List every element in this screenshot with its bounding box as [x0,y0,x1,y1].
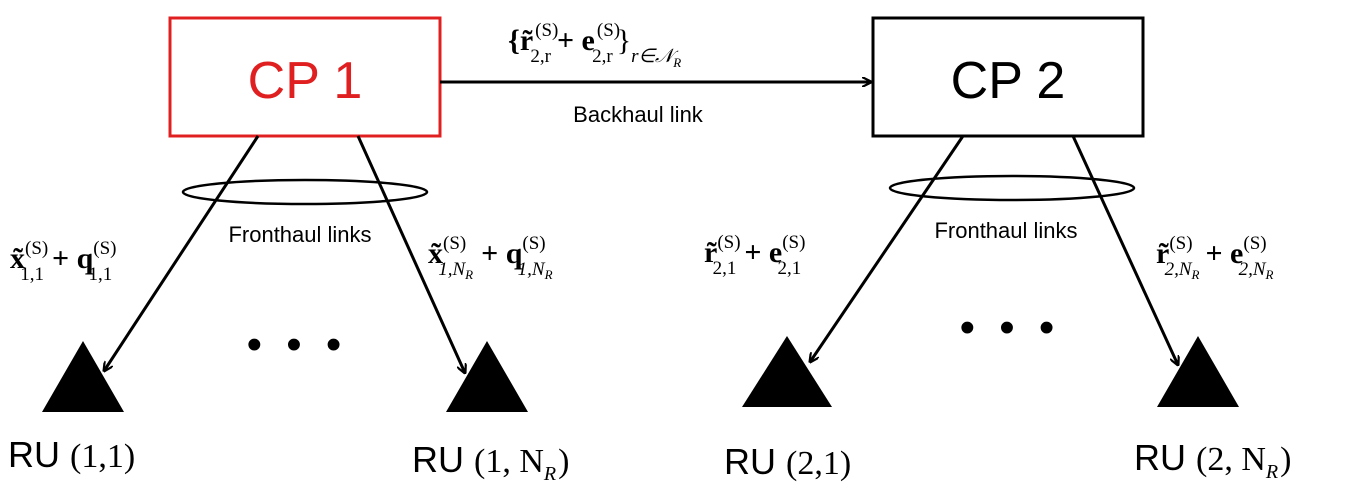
ru-2-N-index-close: ) [1280,441,1291,478]
signal-cp1-ru11-a-sup: (S) [25,238,48,259]
backhaul-signal-main-sup: (S) [535,20,558,41]
cp2-label: CP 2 [951,52,1066,110]
ru-1-N-index-sub: R [543,463,556,485]
signal-cp2-ru21-b-sup: (S) [782,232,805,253]
backhaul-signal-main: {r̃ [508,24,533,57]
ru-1-N-index-open: (1, N [474,443,544,480]
ellipsis-left: • • • [247,320,348,369]
ru-2-N-prefix: RU [1134,437,1186,478]
ru-1-1-label: RU (1,1) [8,434,135,475]
cp1-fronthaul-ellipse [181,178,429,206]
signal-cp2-ru2N-a: r̃ [1156,237,1169,270]
signal-cp2-ru2N-b: + e [1205,237,1243,270]
cp2-fronthaul-label: Fronthaul links [934,218,1077,243]
ru-2-N-label: RU (2, NR) [1134,437,1291,483]
signal-cp1-ru1N-a-subsub: R [464,267,473,282]
ru-2-1-label: RU (2,1) [724,441,851,482]
ru-2-N-index-sub: R [1265,461,1278,483]
signal-cp2-ru2N-a-subsub: R [1191,267,1200,282]
ru-1-1-prefix: RU [8,434,60,475]
backhaul-signal-plus-sub: 2,r [592,46,613,67]
signal-cp2-ru2N-b-subsub: R [1265,267,1274,282]
cp2-box [871,16,1145,138]
ru-1-N-index-close: ) [558,443,569,480]
cp2-fronthaul-left-arrow [810,135,965,362]
ru-2-N-triangle-icon [1157,336,1239,407]
ru-1-N-prefix: RU [412,439,464,480]
signal-cp2-ru21-a-sub: 2,1 [713,258,737,279]
signal-cp1-ru1N-b: + q [481,237,523,270]
cp1-box [168,16,442,138]
backhaul-label: Backhaul link [573,102,704,127]
backhaul-signal-main-sub: 2,r [530,46,551,67]
ru-2-1-index: (2,1) [786,445,851,482]
signal-cp1-ru1N-a-sup: (S) [443,233,466,254]
signal-cp2-ru2N-b-sub: 2,N [1239,259,1267,280]
ru-2-N-index-open: (2, N [1196,441,1266,478]
signal-cp2-ru2N: r̃(S)2,NR+ e(S)2,NR [1156,233,1274,282]
backhaul-signal-close-sub: r∈𝒩 [631,46,679,67]
signal-cp1-ru1N-b-sub: 1,N [518,259,546,280]
ru-1-N-label: RU (1, NR) [412,439,569,485]
signal-cp1-ru1N-b-subsub: R [544,267,553,282]
backhaul-signal-plus: + e [557,24,595,57]
signal-cp1-ru11-a: x̃ [10,242,25,275]
ru-2-1-triangle-icon [742,336,832,407]
signal-cp2-ru21: r̃(S)2,1+ e(S)2,1 [704,232,805,279]
cp1-fronthaul-label: Fronthaul links [228,222,371,247]
ru-2-1-prefix: RU [724,441,776,482]
signal-cp1-ru11-b-sub: 1,1 [89,264,113,285]
cp1-fronthaul-right-arrow [356,135,465,373]
signal-cp2-ru2N-b-sup: (S) [1243,233,1266,254]
signal-cp2-ru2N-a-sup: (S) [1169,233,1192,254]
signal-cp1-ru1N-a: x̃ [428,237,443,270]
signal-cp1-ru11-b-sup: (S) [93,238,116,259]
ellipsis-right: • • • [960,303,1061,352]
cp2-fronthaul-right-arrow [1071,135,1178,365]
cp1-label: CP 1 [248,52,363,110]
signal-cp1-ru11-b: + q [52,242,94,275]
ru-1-1-triangle-icon [42,341,124,412]
backhaul-signal-plus-sup: (S) [597,20,620,41]
ru-1-1-index: (1,1) [70,438,135,475]
backhaul-signal: {r̃(S)2,r+ e(S)2,r}r∈𝒩R [508,20,681,70]
backhaul-signal-close-subsub: R [672,55,681,70]
backhaul-signal-close: } [617,24,631,57]
cp2-fronthaul-ellipse [888,174,1136,202]
signal-cp1-ru11: x̃(S)1,1+ q(S)1,1 [10,238,117,285]
signal-cp1-ru1N-b-sup: (S) [522,233,545,254]
signal-cp1-ru11-a-sub: 1,1 [20,264,44,285]
signal-cp2-ru21-a: r̃ [704,236,717,269]
cp1-fronthaul-left-arrow [104,135,260,371]
ru-1-N-triangle-icon [446,341,528,412]
signal-cp2-ru21-b: + e [744,236,782,269]
signal-cp1-ru1N: x̃(S)1,NR+ q(S)1,NR [428,233,553,282]
signal-cp1-ru1N-a-sub: 1,N [438,259,466,280]
signal-cp2-ru21-b-sub: 2,1 [777,258,801,279]
signal-cp2-ru2N-a-sub: 2,N [1165,259,1193,280]
signal-cp2-ru21-a-sup: (S) [717,232,740,253]
